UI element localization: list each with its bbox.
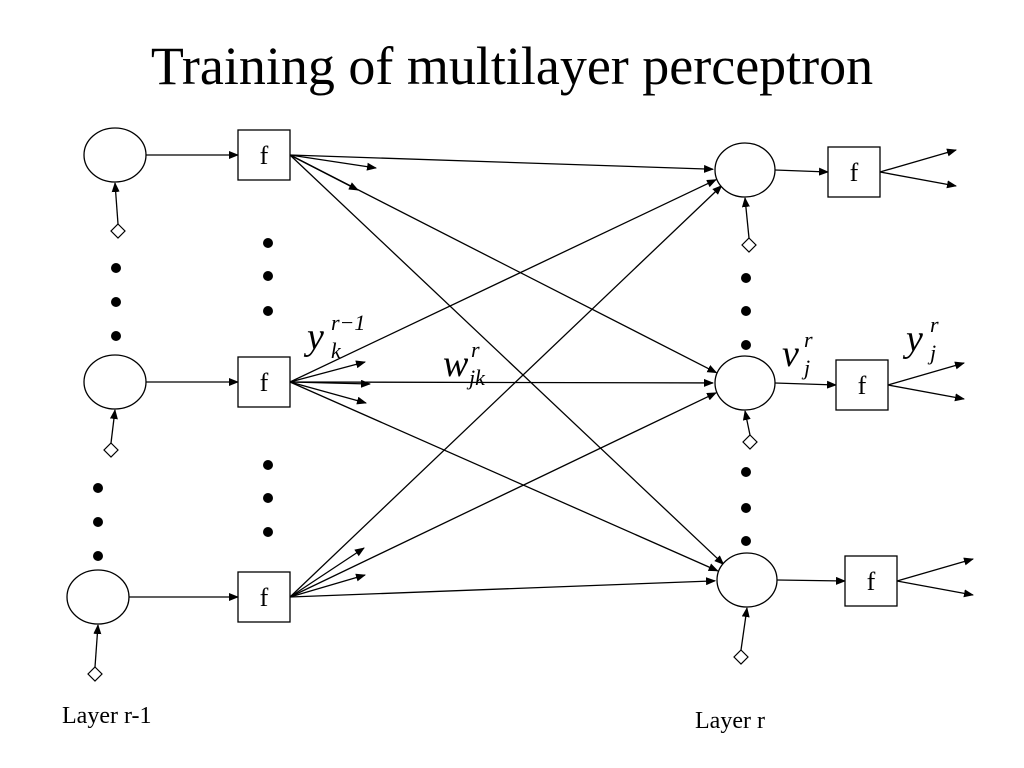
output-arrow-down-2 bbox=[887, 384, 965, 402]
stub-arrow-2-2 bbox=[289, 379, 371, 388]
y-output-sub: j bbox=[930, 340, 937, 365]
bias-arrow-right-2 bbox=[742, 410, 751, 436]
ellipsis-dot-right-3 bbox=[741, 340, 751, 350]
output-arrow-down-3 bbox=[896, 580, 974, 598]
activation-box-right-3-text: f bbox=[867, 567, 876, 596]
bias-diamond-left-1 bbox=[110, 223, 126, 239]
bias-diamond-left-3 bbox=[87, 666, 103, 682]
bias-arrow-right-3 bbox=[740, 607, 750, 651]
stub-arrow-2-1 bbox=[289, 360, 366, 383]
y-output-sup: r bbox=[930, 312, 939, 337]
activation-box-left-3 bbox=[237, 571, 291, 623]
bias-diamond-right-2 bbox=[742, 434, 758, 450]
page-title: Training of multilayer perceptron bbox=[150, 36, 874, 96]
y-output-label: y r j bbox=[906, 314, 939, 364]
weight-edge-2-2 bbox=[289, 378, 715, 387]
layer-label-r: Layer r bbox=[695, 708, 765, 734]
v-base: v bbox=[782, 333, 799, 375]
ellipsis-dot-mid-3 bbox=[263, 306, 273, 316]
weight-base: w bbox=[443, 343, 469, 385]
weight-edge-3-2 bbox=[289, 392, 717, 598]
node-to-f-arrow-right-2 bbox=[774, 380, 837, 389]
ellipsis-dot-left-3 bbox=[111, 331, 121, 341]
output-arrow-up-3 bbox=[896, 557, 974, 582]
ellipsis-dot-mid-6 bbox=[263, 527, 273, 537]
y-input-sup: r−1 bbox=[331, 310, 366, 335]
output-arrow-down-1 bbox=[879, 171, 957, 189]
y-input-sub: k bbox=[331, 338, 341, 363]
ellipsis-dot-right-1 bbox=[741, 273, 751, 283]
stub-arrow-1-1 bbox=[289, 154, 377, 171]
activation-box-left-2-text: f bbox=[260, 368, 269, 397]
activation-box-right-1-text: f bbox=[850, 158, 859, 187]
weight-sub: jk bbox=[469, 365, 485, 390]
ellipsis-dot-right-5 bbox=[741, 503, 751, 513]
weight-sup: r bbox=[471, 337, 480, 362]
activation-box-left-1 bbox=[237, 129, 291, 181]
ellipsis-dot-mid-1 bbox=[263, 238, 273, 248]
weight-edge-3-1 bbox=[289, 185, 723, 598]
node-to-f-arrow-right-3 bbox=[776, 576, 846, 585]
activation-box-right-3 bbox=[844, 555, 898, 607]
weight-edge-3-3 bbox=[289, 577, 717, 598]
output-arrow-up-2 bbox=[887, 361, 965, 386]
stub-arrow-2-3 bbox=[289, 381, 367, 405]
activation-box-right-1 bbox=[827, 146, 881, 198]
bias-diamond-right-3 bbox=[733, 649, 749, 665]
stub-arrow-3-2 bbox=[289, 573, 366, 598]
stub-arrow-1-2 bbox=[289, 154, 359, 191]
v-sup: r bbox=[804, 327, 813, 352]
activation-box-left-3-text: f bbox=[260, 583, 269, 612]
y-input-base: y bbox=[307, 316, 324, 358]
activation-box-right-2 bbox=[835, 359, 889, 411]
input-node-2 bbox=[83, 354, 147, 410]
ellipsis-dot-left-5 bbox=[93, 517, 103, 527]
ellipsis-dot-left-4 bbox=[93, 483, 103, 493]
ellipsis-dot-left-2 bbox=[111, 297, 121, 307]
v-label: v r j bbox=[782, 329, 813, 379]
layer-label-r-minus-1: Layer r-1 bbox=[62, 703, 152, 729]
activation-box-right-2-text: f bbox=[858, 371, 867, 400]
bias-arrow-left-2 bbox=[109, 409, 118, 444]
bias-arrow-right-1 bbox=[741, 197, 750, 239]
y-input-label: y r−1 k bbox=[307, 312, 365, 362]
ellipsis-dot-left-6 bbox=[93, 551, 103, 561]
activation-box-left-1-text: f bbox=[260, 141, 269, 170]
ellipsis-dot-right-4 bbox=[741, 467, 751, 477]
output-arrow-up-1 bbox=[879, 148, 957, 173]
neuron-node-3 bbox=[716, 552, 778, 608]
weight-edge-1-2 bbox=[289, 154, 718, 374]
node-to-f-arrow-right-1 bbox=[774, 167, 829, 176]
ellipsis-dot-right-6 bbox=[741, 536, 751, 546]
input-node-1 bbox=[83, 127, 147, 183]
weight-label: w r jk bbox=[443, 339, 485, 389]
ellipsis-dot-mid-4 bbox=[263, 460, 273, 470]
ellipsis-dot-left-1 bbox=[111, 263, 121, 273]
neuron-node-1 bbox=[714, 142, 776, 198]
bias-arrow-left-1 bbox=[111, 182, 120, 225]
v-sub: j bbox=[804, 355, 811, 380]
bias-diamond-right-1 bbox=[741, 237, 757, 253]
input-node-3 bbox=[66, 569, 130, 625]
weight-edge-1-1 bbox=[289, 154, 715, 173]
ellipsis-dot-right-2 bbox=[741, 306, 751, 316]
bias-arrow-left-3 bbox=[93, 624, 102, 668]
activation-box-left-2 bbox=[237, 356, 291, 408]
bias-diamond-left-2 bbox=[103, 442, 119, 458]
neuron-node-2 bbox=[714, 355, 776, 411]
weight-edge-2-1 bbox=[289, 179, 717, 383]
ellipsis-dot-mid-5 bbox=[263, 493, 273, 503]
stub-arrow-3-1 bbox=[289, 547, 365, 598]
weight-edge-1-3 bbox=[289, 154, 725, 566]
weight-edge-2-3 bbox=[289, 381, 719, 572]
ellipsis-dot-mid-2 bbox=[263, 271, 273, 281]
y-output-base: y bbox=[906, 318, 923, 360]
